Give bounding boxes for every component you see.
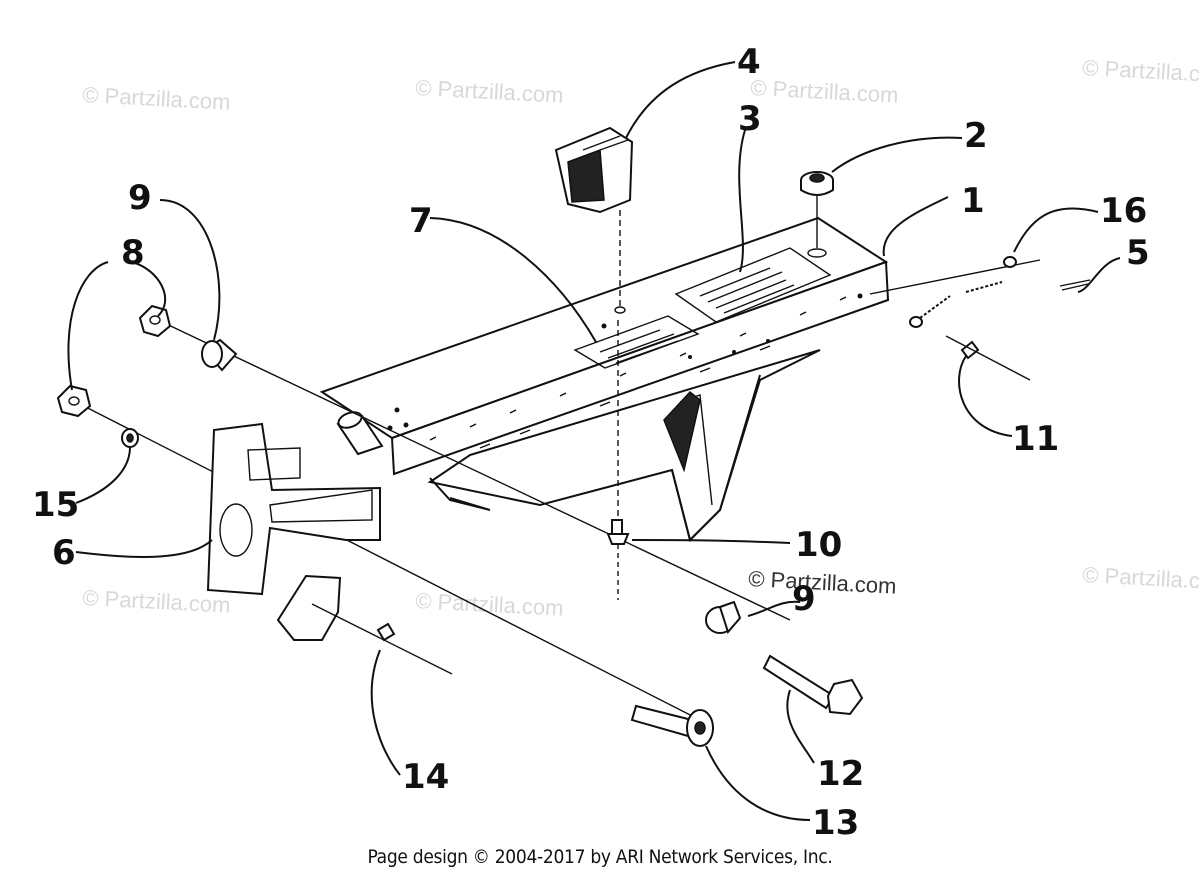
callout-8: 8 [121,233,145,273]
footer-copyright: Page design © 2004-2017 by ARI Network S… [367,846,833,868]
watermark: © Partzilla.com [1082,562,1200,595]
watermark: © Partzilla.com [415,75,564,108]
callout-3: 3 [738,99,762,139]
callout-16: 16 [1100,191,1147,231]
callout-7: 7 [409,201,433,241]
watermark: © Partzilla.com [415,588,564,621]
callout-numbers: 1 2 3 4 5 6 7 8 9 9 10 11 12 13 14 15 16 [32,42,1150,843]
callout-2: 2 [964,116,988,156]
callout-9-bottom: 9 [792,579,816,619]
watermark: © Partzilla.com [750,75,899,108]
callout-6: 6 [52,533,76,573]
callout-13: 13 [812,803,859,843]
callout-9-top: 9 [128,178,152,218]
clip-part [554,126,634,306]
right-hardware [869,256,1091,381]
watermark-stamp: © Partzilla.com [748,566,897,599]
callout-4: 4 [737,42,761,82]
callout-14: 14 [402,757,449,797]
watermark: © Partzilla.com [82,82,231,115]
callout-1: 1 [961,181,985,221]
callout-5: 5 [1126,233,1150,273]
callout-10: 10 [795,525,842,565]
callout-11: 11 [1012,419,1059,459]
callout-12: 12 [817,754,864,794]
callout-15: 15 [32,485,79,525]
main-bracket-drawing [319,216,890,542]
watermark: © Partzilla.com [1082,55,1200,88]
left-hardware [56,304,864,747]
leader-lines [67,61,1121,821]
grommet-part [800,171,834,248]
